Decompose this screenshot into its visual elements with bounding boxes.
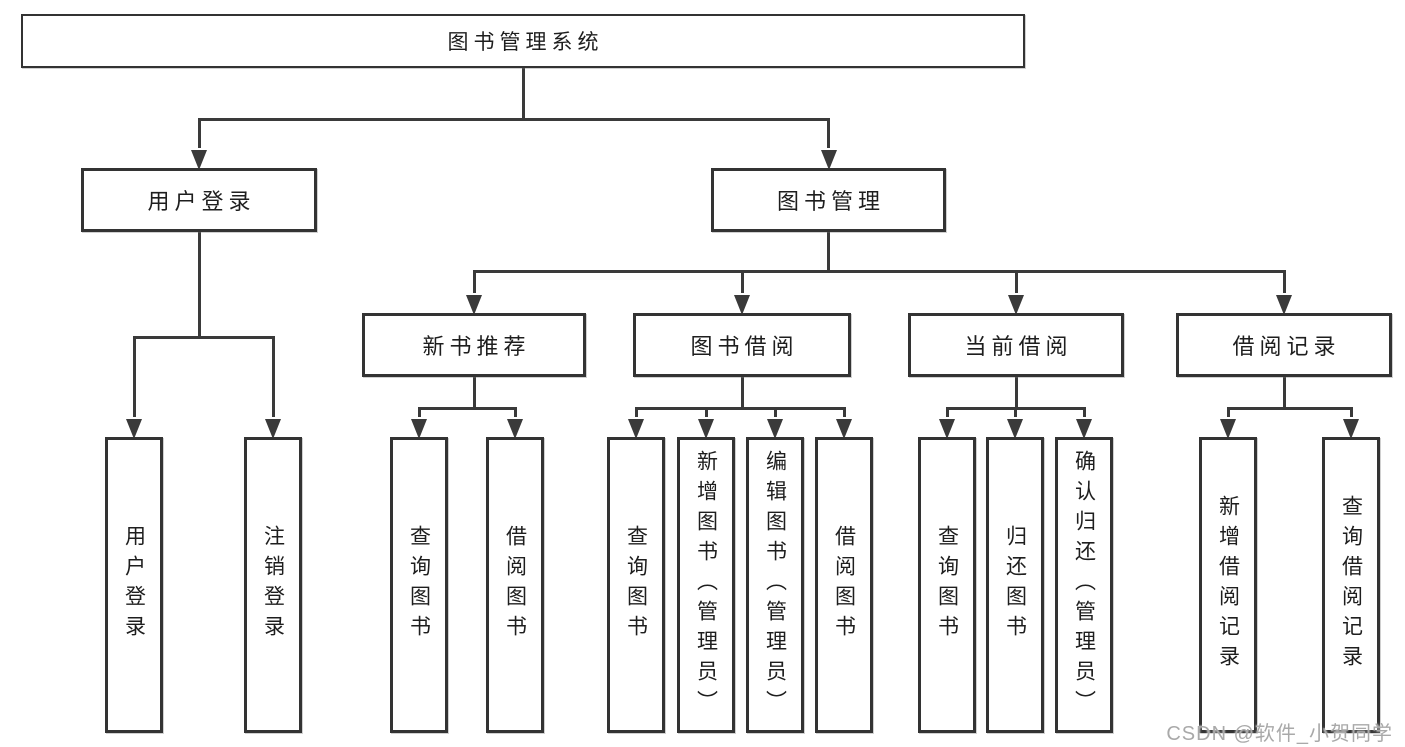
connector-arrowhead-leaf-edit-book — [767, 419, 783, 439]
connector-stem-user-login — [197, 230, 201, 339]
connector-stem-new-books — [472, 375, 476, 410]
connector-arrowhead-borrow-records — [1276, 295, 1292, 315]
node-label-user-login: 用户登录 — [147, 189, 256, 214]
connector-arrowhead-leaf-query-books-3 — [939, 419, 955, 439]
connector-arrowhead-leaf-add-book — [698, 419, 714, 439]
connector-stem-book-mgmt — [827, 230, 830, 273]
node-leaf-query-books-3: 查询图书 — [918, 437, 976, 733]
node-book-mgmt: 图书管理 — [711, 168, 946, 232]
connector-arrowhead-leaf-confirm-return — [1076, 419, 1092, 439]
connector-drop-leaf-borrow-books-2 — [842, 407, 846, 417]
node-user-login: 用户登录 — [81, 168, 317, 232]
connector-bar-root — [197, 118, 830, 121]
connector-drop-user-login — [197, 118, 201, 148]
connector-stem-borrow-records — [1282, 375, 1286, 410]
node-label-book-borrow: 图书借阅 — [690, 334, 799, 359]
connector-drop-leaf-add-book — [704, 407, 708, 417]
connector-drop-current-borrow — [1014, 270, 1018, 293]
node-label-leaf-query-books-2: 查询图书 — [624, 525, 648, 645]
connector-bar-borrow-records — [1226, 407, 1353, 410]
connector-drop-leaf-borrow-books-1 — [513, 407, 517, 417]
connector-stem-current-borrow — [1014, 375, 1018, 410]
node-leaf-query-record: 查询借阅记录 — [1322, 437, 1380, 733]
node-label-book-mgmt: 图书管理 — [776, 189, 885, 214]
connector-drop-leaf-query-books-3 — [945, 407, 949, 417]
node-current-borrow: 当前借阅 — [908, 313, 1124, 377]
node-root: 图书管理系统 — [21, 14, 1025, 68]
node-borrow-records: 借阅记录 — [1176, 313, 1392, 377]
connector-drop-new-books — [472, 270, 476, 293]
node-new-books: 新书推荐 — [362, 313, 586, 377]
connector-arrowhead-leaf-logout — [265, 419, 281, 439]
node-label-leaf-add-book: 新增图书（管理员） — [694, 450, 718, 720]
node-label-leaf-logout: 注销登录 — [261, 525, 285, 645]
node-label-leaf-borrow-books-1: 借阅图书 — [503, 525, 527, 645]
connector-bar-book-borrow — [634, 407, 846, 410]
node-leaf-return-book: 归还图书 — [986, 437, 1044, 733]
node-label-leaf-confirm-return: 确认归还（管理员） — [1072, 450, 1096, 720]
connector-arrowhead-leaf-query-books-1 — [411, 419, 427, 439]
connector-bar-book-mgmt — [472, 270, 1286, 273]
node-label-leaf-return-book: 归还图书 — [1003, 525, 1027, 645]
node-label-new-books: 新书推荐 — [422, 334, 531, 359]
connector-arrowhead-current-borrow — [1008, 295, 1024, 315]
node-leaf-add-record: 新增借阅记录 — [1199, 437, 1257, 733]
connector-drop-book-borrow — [740, 270, 744, 293]
connector-drop-leaf-confirm-return — [1082, 407, 1086, 417]
node-label-borrow-records: 借阅记录 — [1232, 334, 1341, 359]
connector-arrowhead-book-borrow — [734, 295, 750, 315]
node-leaf-confirm-return: 确认归还（管理员） — [1055, 437, 1113, 733]
node-leaf-logout: 注销登录 — [244, 437, 302, 733]
node-leaf-user-login: 用户登录 — [105, 437, 163, 733]
node-label-leaf-query-record: 查询借阅记录 — [1339, 495, 1363, 675]
node-leaf-query-books-1: 查询图书 — [390, 437, 448, 733]
connector-drop-leaf-edit-book — [773, 407, 777, 417]
node-label-root: 图书管理系统 — [447, 31, 604, 54]
node-book-borrow: 图书借阅 — [633, 313, 851, 377]
connector-bar-new-books — [417, 407, 517, 410]
connector-arrowhead-book-mgmt — [820, 150, 837, 170]
node-leaf-add-book: 新增图书（管理员） — [677, 437, 735, 733]
connector-arrowhead-leaf-query-record — [1343, 419, 1359, 439]
node-leaf-borrow-books-2: 借阅图书 — [815, 437, 873, 733]
node-leaf-query-books-2: 查询图书 — [607, 437, 665, 733]
connector-drop-book-mgmt — [827, 118, 830, 148]
connector-arrowhead-leaf-add-record — [1220, 419, 1236, 439]
node-label-current-borrow: 当前借阅 — [964, 334, 1073, 359]
connector-arrowhead-new-books — [466, 295, 482, 315]
connector-drop-leaf-add-record — [1226, 407, 1230, 417]
watermark: CSDN @软件_小贺同学 — [1166, 723, 1393, 745]
connector-stem-book-borrow — [740, 375, 744, 410]
connector-drop-leaf-user-login — [132, 336, 136, 417]
connector-stem-root — [521, 66, 525, 121]
connector-arrowhead-user-login — [191, 150, 207, 170]
connector-arrowhead-leaf-return-book — [1007, 419, 1023, 439]
connector-drop-leaf-return-book — [1013, 407, 1017, 417]
node-label-leaf-borrow-books-2: 借阅图书 — [832, 525, 856, 645]
connector-drop-leaf-logout — [271, 336, 275, 417]
node-label-leaf-user-login: 用户登录 — [122, 525, 146, 645]
node-label-leaf-query-books-1: 查询图书 — [407, 525, 431, 645]
node-label-leaf-query-books-3: 查询图书 — [935, 525, 959, 645]
node-label-leaf-add-record: 新增借阅记录 — [1216, 495, 1240, 675]
connector-drop-leaf-query-books-2 — [634, 407, 638, 417]
connector-arrowhead-leaf-borrow-books-2 — [836, 419, 852, 439]
node-leaf-borrow-books-1: 借阅图书 — [486, 437, 544, 733]
node-label-leaf-edit-book: 编辑图书（管理员） — [763, 450, 787, 720]
connector-bar-user-login — [132, 336, 275, 339]
connector-drop-borrow-records — [1282, 270, 1286, 293]
node-leaf-edit-book: 编辑图书（管理员） — [746, 437, 804, 733]
connector-drop-leaf-query-books-1 — [417, 407, 421, 417]
connector-arrowhead-leaf-borrow-books-1 — [507, 419, 523, 439]
connector-arrowhead-leaf-user-login — [126, 419, 142, 439]
connector-arrowhead-leaf-query-books-2 — [628, 419, 644, 439]
connector-drop-leaf-query-record — [1349, 407, 1353, 417]
